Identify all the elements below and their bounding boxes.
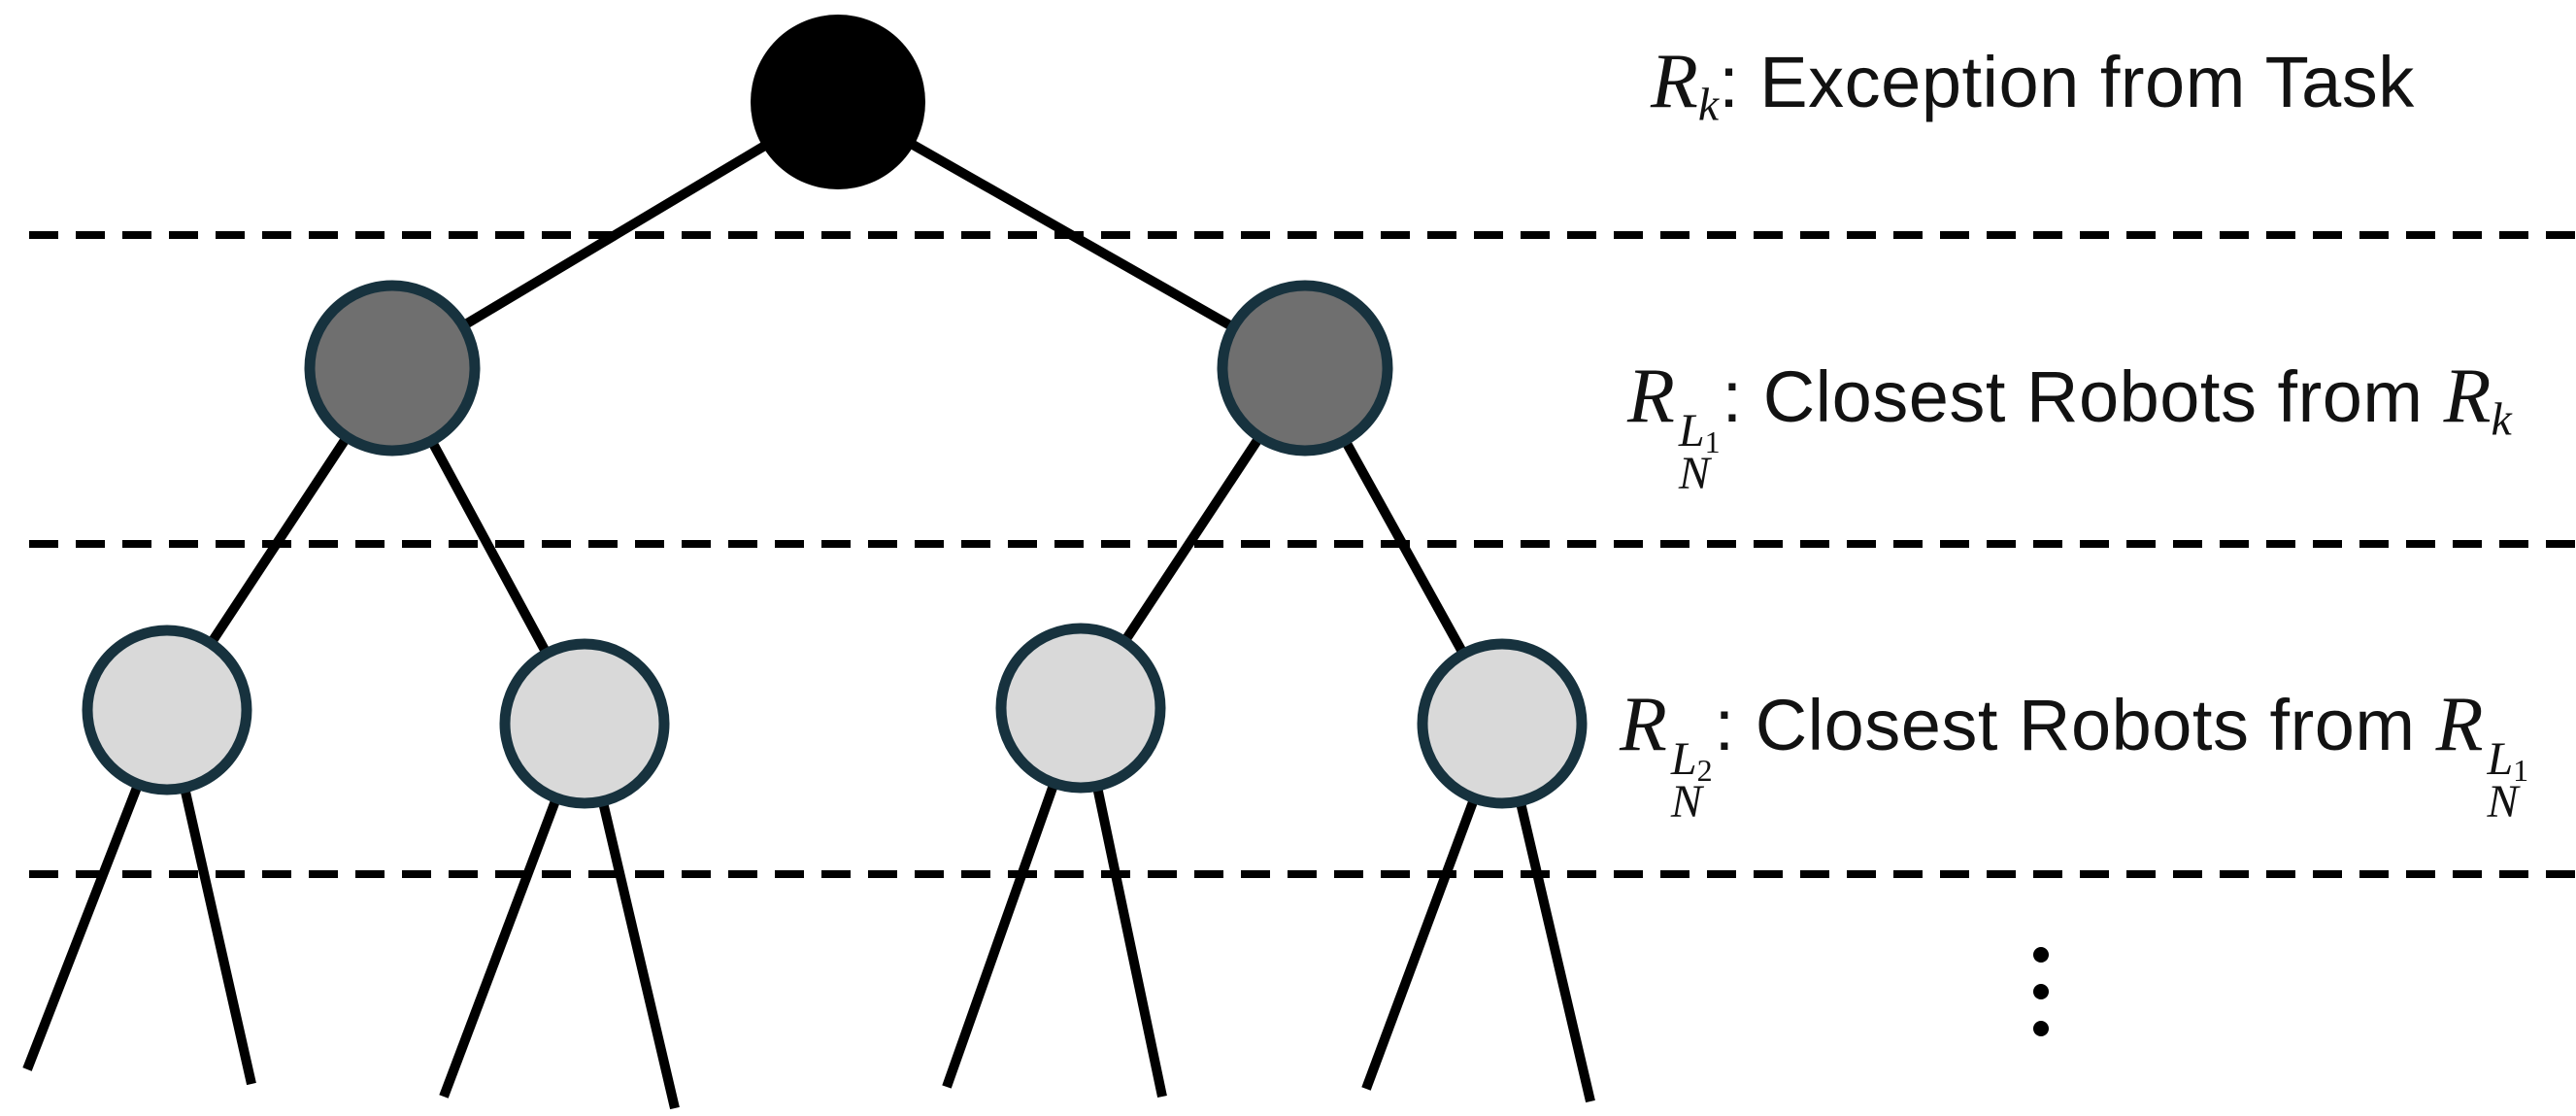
math-superscript-sub: 1	[1704, 424, 1721, 460]
continuation-ellipsis-group	[2033, 947, 2049, 1036]
level-separators-group	[29, 231, 2576, 878]
ellipsis-dot-1	[2033, 947, 2049, 963]
tree-edges-group	[22, 97, 1595, 1110]
math-symbol-Rk-ref: Rk	[2444, 354, 2512, 445]
math-superscript-sub: 1	[2513, 753, 2529, 789]
math-base: R	[1651, 39, 1698, 124]
math-base: R	[2443, 354, 2492, 439]
math-base: R	[2435, 682, 2484, 767]
math-subscript: k	[2491, 393, 2512, 446]
math-base: R	[1620, 682, 1667, 767]
math-superscript: L	[2487, 733, 2514, 786]
legend-text: : Closest Robots from	[1722, 356, 2444, 437]
math-symbol-Rk: Rk	[1651, 39, 1719, 130]
tree-node-root	[751, 15, 925, 189]
tree-node-l2-d	[1417, 638, 1588, 809]
math-subscript: N	[2487, 776, 2519, 829]
legend-row-exception: Rk: Exception from Task	[1651, 37, 2415, 132]
tree-node-l1-left	[304, 280, 481, 457]
math-subscript: N	[1678, 448, 1710, 500]
math-superscript: L	[1670, 733, 1697, 786]
tree-node-l1-right	[1217, 280, 1393, 457]
ellipsis-dot-3	[2033, 1021, 2049, 1036]
math-superscript-sub: 2	[1696, 753, 1713, 789]
legend-text: : Exception from Task	[1719, 42, 2415, 122]
math-subscript: k	[1697, 79, 1720, 131]
tree-node-l2-c	[995, 623, 1166, 794]
legend-text: : Closest Robots from	[1714, 685, 2436, 765]
tree-node-l2-a	[82, 625, 252, 795]
tree-nodes-group	[82, 15, 1588, 809]
math-subscript: N	[1670, 776, 1702, 829]
math-superscript: L	[1678, 405, 1705, 457]
ellipsis-dot-2	[2033, 984, 2049, 999]
tree-node-l2-b	[499, 638, 670, 809]
math-base: R	[1627, 354, 1675, 439]
